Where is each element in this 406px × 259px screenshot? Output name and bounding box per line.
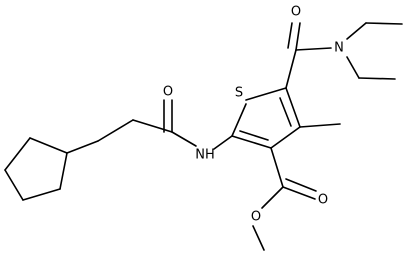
bond-c5-c4-inner [279,97,292,127]
bond-c4-methyl [299,123,341,128]
bond-n-ethyl1-a [346,22,367,40]
bond-cp-3-4 [4,169,24,201]
cyclopentane-ring [4,137,68,201]
bond-cp-5-1 [29,137,68,154]
amide-n-label: N [334,41,344,56]
bond-n-ethyl2-a [346,56,360,79]
ester-ether-oxygen-label: O [251,210,261,225]
diethylamide-oxygen-label: O [291,5,301,20]
bond-ch2-cyclopentyl [66,140,99,154]
bond-carbonyl-o-double [287,22,293,49]
thiophene-ring [231,87,301,149]
bond-ester-c-carbonyl-o [282,186,316,200]
bond-n-ethyl1-b [365,22,403,25]
bond-carbonyl-o [295,22,301,51]
bond-carbonyl-ch2 [132,119,173,133]
bond-ch2-ch2 [97,119,134,142]
bond-c5-c4 [285,87,301,128]
bond-c3-ester-c [270,147,284,188]
bond-carbonyl-n [295,47,332,51]
diethylamide-group [285,22,403,89]
bond-s-c2 [231,103,247,137]
bond-c5-carbonyl [285,49,297,89]
bond-cp-2-3 [22,188,61,201]
sulfur-atom-label: S [235,86,243,101]
bond-nh-carbonyl [171,131,197,147]
bond-cp-4-5 [4,137,31,171]
bond-c4-c3 [270,126,301,149]
amide-linker [66,99,233,154]
methyl-ester-group [252,147,317,251]
amide-nh-label: NH [195,148,215,163]
bond-cp-1-2 [59,152,68,190]
ester-carbonyl-oxygen-label: O [318,193,328,208]
bond-ester-c-ether-o [261,186,284,209]
bond-ester-c-carbonyl-o-double [285,178,317,192]
bond-s-c5 [245,87,287,101]
bond-ether-o-methyl [252,225,265,251]
bond-n-ethyl2-b [358,77,396,80]
bond-c2-nh [213,135,233,150]
ketone-oxygen-label: O [163,85,173,100]
bond-c3-c2-inner [239,130,269,141]
bond-c3-c2 [231,135,272,149]
